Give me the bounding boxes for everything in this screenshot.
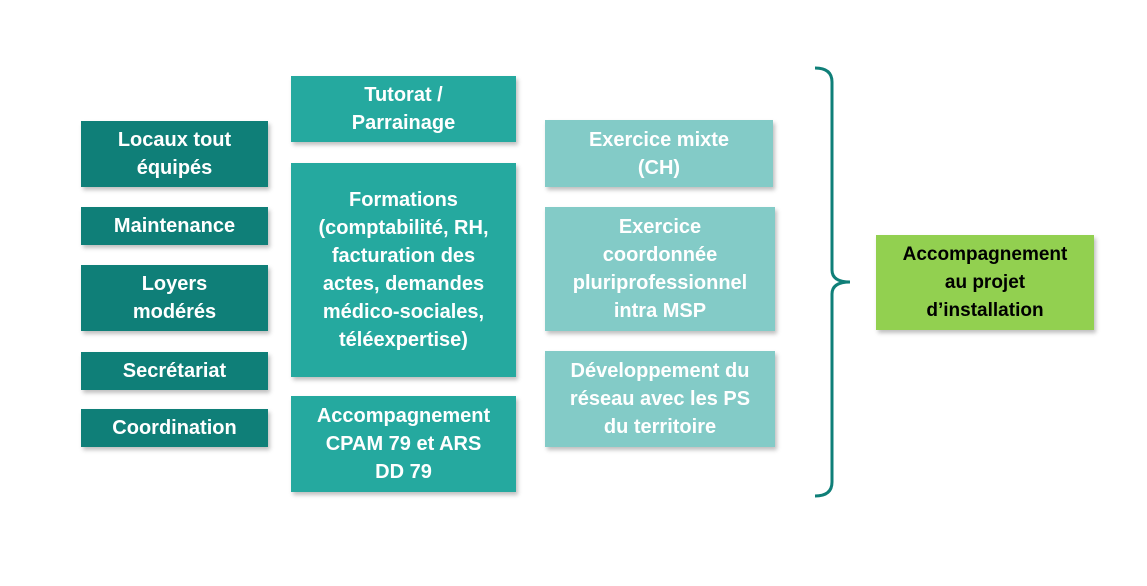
box-loyers-moderes: Loyers modérés	[81, 265, 268, 331]
box-label: Développement du réseau avec les PS du t…	[569, 360, 751, 438]
box-label: Locaux tout équipés	[117, 129, 232, 179]
box-label: Secrétariat	[122, 360, 227, 382]
box-maintenance: Maintenance	[81, 207, 268, 245]
box-label: Loyers modérés	[132, 273, 217, 323]
curly-brace-path	[814, 66, 851, 498]
box-label: Maintenance	[113, 215, 236, 237]
box-developpement-reseau: Développement du réseau avec les PS du t…	[545, 351, 775, 447]
box-coordination: Coordination	[81, 409, 268, 447]
box-accompagnement-cpam-ars: Accompagnement CPAM 79 et ARS DD 79	[291, 396, 516, 492]
box-tutorat-parrainage: Tutorat / Parrainage	[291, 76, 516, 142]
box-label: Exercice coordonnée pluriprofessionnel i…	[572, 216, 748, 322]
box-formations: Formations (comptabilité, RH, facturatio…	[291, 163, 516, 377]
box-label: Accompagnement au projet d’installation	[902, 243, 1068, 321]
box-accompagnement-projet-installation: Accompagnement au projet d’installation	[876, 235, 1094, 330]
box-exercice-mixte: Exercice mixte (CH)	[545, 120, 773, 187]
box-secretariat: Secrétariat	[81, 352, 268, 390]
box-label: Coordination	[112, 417, 237, 439]
box-locaux-tout-equipes: Locaux tout équipés	[81, 121, 268, 187]
box-label: Tutorat / Parrainage	[351, 84, 456, 134]
box-label: Formations (comptabilité, RH, facturatio…	[318, 189, 489, 351]
box-label: Exercice mixte (CH)	[588, 128, 730, 179]
box-exercice-coordonnee: Exercice coordonnée pluriprofessionnel i…	[545, 207, 775, 331]
box-label: Accompagnement CPAM 79 et ARS DD 79	[316, 405, 491, 483]
